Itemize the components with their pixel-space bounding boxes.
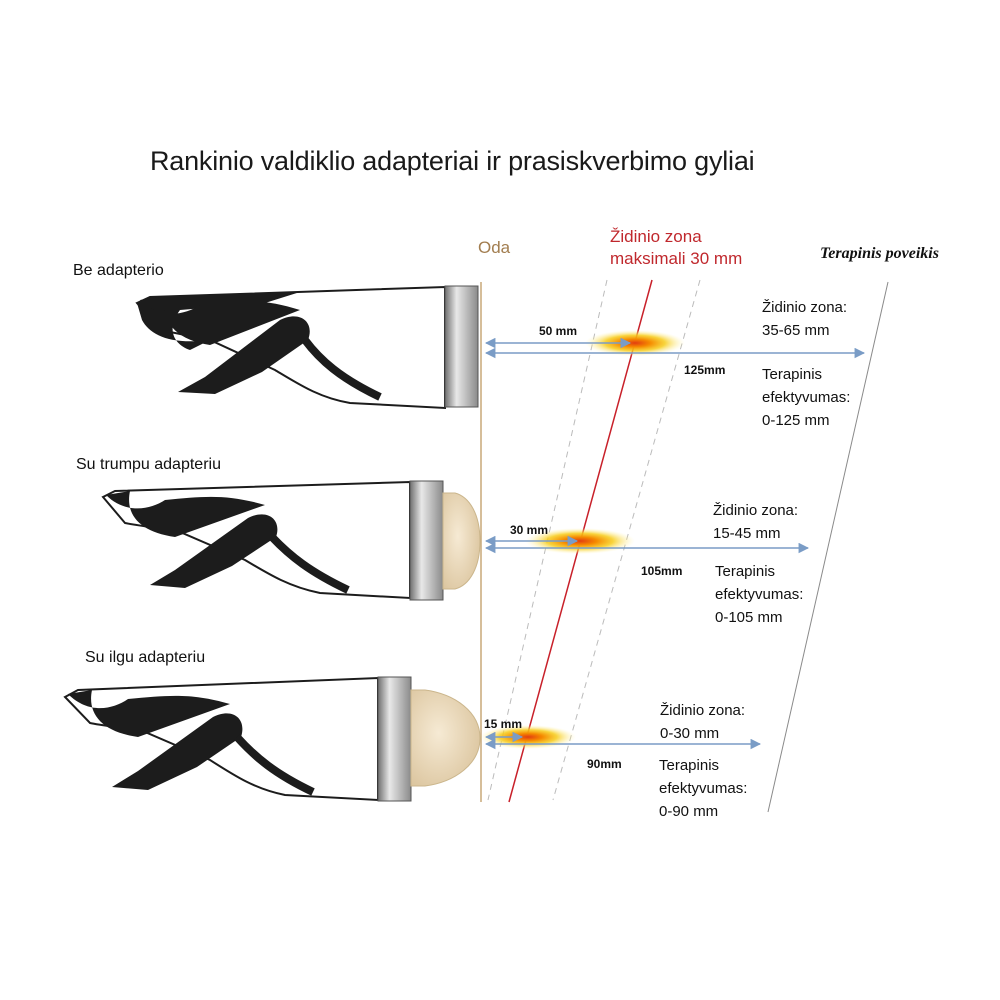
- focal-zone-header: Židinio zona maksimali 30 mm: [610, 226, 770, 270]
- row-label-long-adapter: Su ilgu adapteriu: [85, 649, 206, 666]
- handpiece-no-adapter: [135, 285, 479, 410]
- effect-depth-value-long-adapter: 90mm: [587, 757, 622, 771]
- skin-label: Oda: [478, 238, 511, 257]
- effect-depth-value-no-adapter: 125mm: [684, 363, 726, 377]
- effect-line2: efektyvumas:: [762, 389, 851, 406]
- effect-line1: Terapinis: [715, 563, 776, 580]
- effect-line1: Terapinis: [762, 366, 823, 383]
- focal-zone-header-line2: maksimali 30 mm: [610, 249, 743, 268]
- therapeutic-effect-boundary: [767, 281, 889, 813]
- effect-info-short-adapter: Terapinis efektyvumas: 0-105 mm: [715, 560, 855, 629]
- handpiece-short-adapter: [101, 480, 481, 601]
- focal-zone-value: 35-65 mm: [762, 322, 830, 339]
- effect-value: 0-90 mm: [659, 803, 719, 820]
- focal-zone-info-long-adapter: Židinio zona: 0-30 mm: [660, 699, 800, 745]
- focal-zone-info-no-adapter: Židinio zona: 35-65 mm: [762, 296, 902, 342]
- focal-depth-value-long-adapter: 15 mm: [484, 717, 523, 731]
- effect-line2: efektyvumas:: [659, 780, 748, 797]
- effect-info-no-adapter: Terapinis efektyvumas: 0-125 mm: [762, 363, 902, 432]
- focal-depth-value-short-adapter: 30 mm: [510, 523, 549, 537]
- handpiece-long-adapter: [63, 676, 481, 802]
- focal-zone-title: Židinio zona:: [660, 702, 746, 719]
- focal-zone-right-boundary: [552, 279, 701, 801]
- focal-zone-title: Židinio zona:: [713, 502, 799, 519]
- focal-zone-header-line1: Židinio zona: [610, 227, 702, 246]
- focal-depth-value-no-adapter: 50 mm: [539, 324, 578, 338]
- therapeutic-effect-title: Terapinis poveikis: [820, 245, 939, 262]
- row-label-short-adapter: Su trumpu adapteriu: [76, 456, 221, 473]
- focal-zone-value: 15-45 mm: [713, 525, 781, 542]
- diagram-title: Rankinio valdiklio adapteriai ir prasisk…: [150, 146, 755, 176]
- effect-depth-value-short-adapter: 105mm: [641, 564, 683, 578]
- effect-info-long-adapter: Terapinis efektyvumas: 0-90 mm: [659, 754, 799, 823]
- row-label-no-adapter: Be adapterio: [73, 262, 164, 279]
- effect-value: 0-125 mm: [762, 412, 830, 429]
- effect-line1: Terapinis: [659, 757, 720, 774]
- effect-value: 0-105 mm: [715, 609, 783, 626]
- focal-zone-value: 0-30 mm: [660, 725, 720, 742]
- effect-line2: efektyvumas:: [715, 586, 804, 603]
- focal-zone-info-short-adapter: Židinio zona: 15-45 mm: [713, 499, 853, 545]
- focal-zone-title: Židinio zona:: [762, 299, 848, 316]
